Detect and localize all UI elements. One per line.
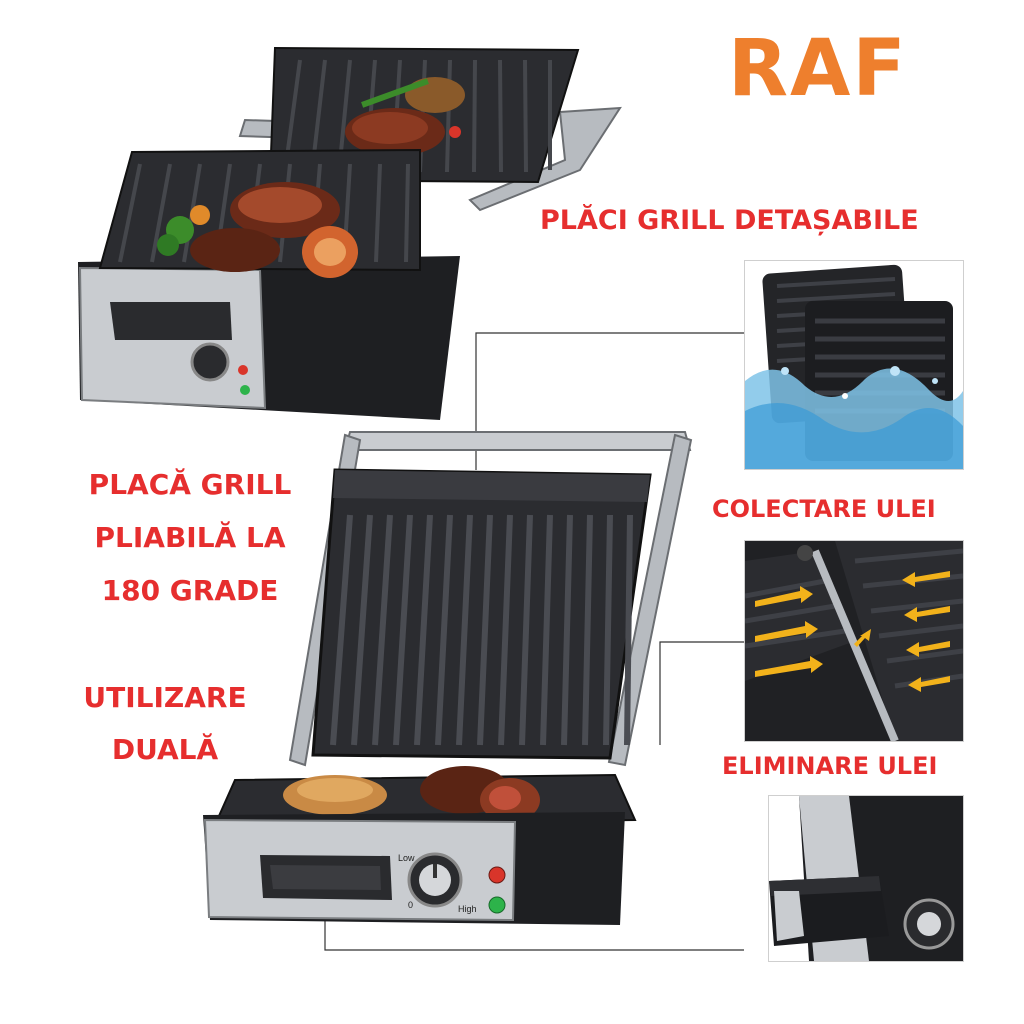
knob-low-label: Low [398,853,415,863]
thumb-oil-removal [768,795,964,962]
knob-zero-label: 0 [408,900,414,910]
oil-removal-image [769,796,963,961]
brand-logo: RAF [728,24,908,114]
grill-open-flat-image [78,46,622,420]
thumb-detachable-plates [744,260,964,470]
thumb-oil-collection [744,540,964,742]
feature-dual-line1: UTILIZARE [83,681,247,714]
feature-detachable-plates: PLĂCI GRILL DETAȘABILE [540,205,919,236]
feature-foldable-180: PLACĂ GRILL PLIABILĂ LA 180 GRADE [60,458,320,617]
detachable-plates-image [745,264,963,469]
feature-oil-removal: ELIMINARE ULEI [722,752,938,780]
feature-foldable-line2: PLIABILĂ LA [94,521,286,554]
feature-foldable-line1: PLACĂ GRILL [88,468,292,501]
knob-high-label: High [458,904,477,914]
oil-collection-image [745,541,963,741]
feature-oil-collection: COLECTARE ULEI [712,495,936,523]
feature-foldable-line3: 180 GRADE [101,574,279,607]
feature-dual-line2: DUALĂ [111,733,219,766]
feature-dual-use: UTILIZARE DUALĂ [40,672,290,776]
grill-lid-raised-image [203,431,693,925]
